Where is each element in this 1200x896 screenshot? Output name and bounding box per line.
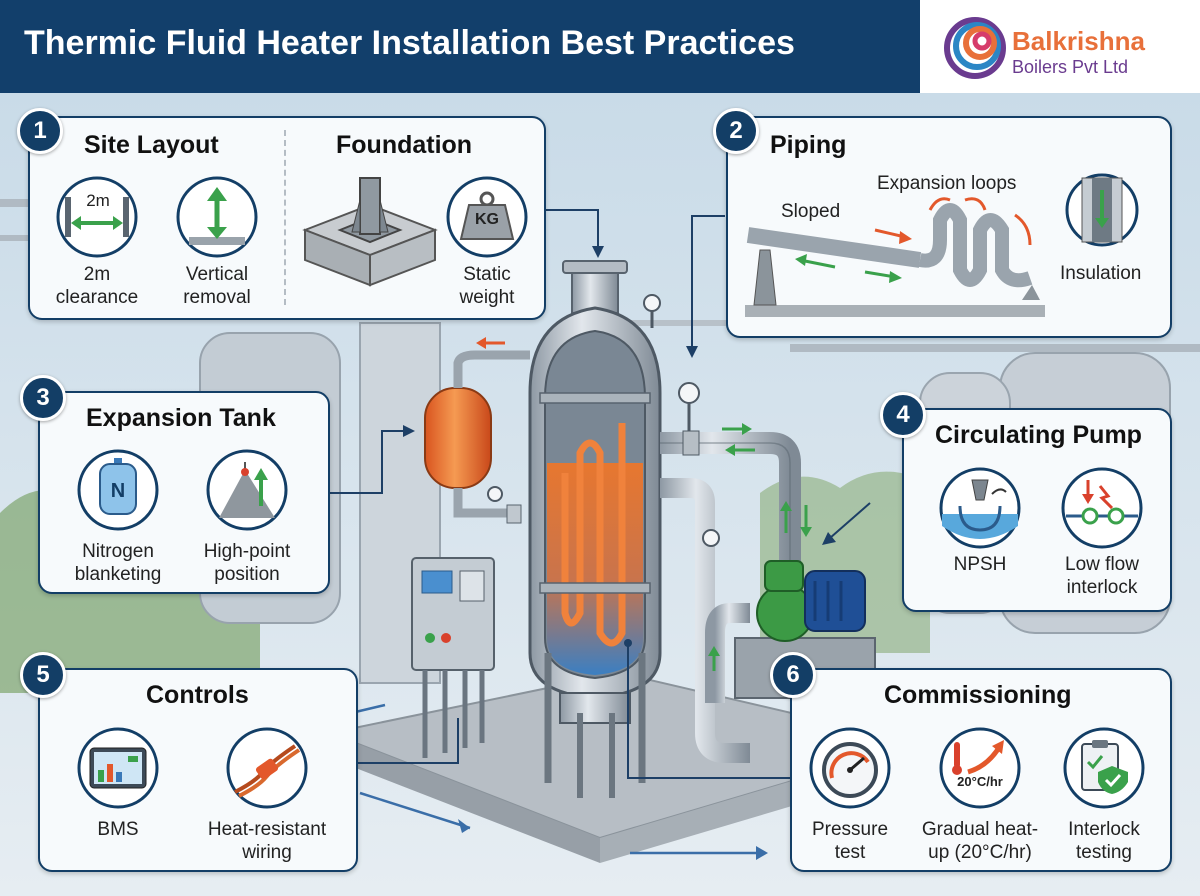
- static-weight-label-1: Static: [463, 264, 511, 285]
- gradual-heatup-label-2: up (20°C/hr): [928, 842, 1032, 863]
- pressure-test-label-2: test: [834, 842, 866, 863]
- clearance-icon: [56, 176, 138, 258]
- npsh-label: NPSH: [953, 554, 1007, 575]
- interlock-testing-label-2: testing: [1076, 842, 1132, 863]
- controls-title: Controls: [146, 681, 249, 709]
- clearance-icon-text: 2m: [86, 191, 110, 210]
- high-point-label-2: position: [214, 564, 280, 585]
- clearance-label-2: clearance: [55, 287, 139, 308]
- insulation-label: Insulation: [1060, 263, 1142, 284]
- logo-box: [920, 0, 1200, 93]
- nitrogen-label-1: Nitrogen: [82, 541, 154, 562]
- nitrogen-icon-text: N: [110, 480, 126, 502]
- clearance-label-1: 2m: [83, 264, 111, 285]
- foundation-title: Foundation: [336, 131, 473, 159]
- title-bar: Thermic Fluid Heater Installation Best P…: [0, 0, 920, 93]
- step-badge-3: 3: [20, 375, 66, 421]
- control-panel: [411, 557, 495, 758]
- expansion-tank-title: Expansion Tank: [86, 404, 276, 432]
- vertical-arrow-icon: [176, 176, 258, 258]
- circulating-pump-title: Circulating Pump: [935, 421, 1142, 449]
- step-badge-4: 4: [880, 392, 926, 438]
- sloped-label: Sloped: [781, 201, 841, 222]
- high-point-icon: [206, 449, 288, 531]
- step-badge-1: 1: [17, 108, 63, 154]
- low-flow-label-2: interlock: [1066, 577, 1138, 598]
- process-piping: [660, 382, 801, 763]
- npsh-icon: [939, 467, 1021, 549]
- expansion-tank: [424, 350, 530, 524]
- sloped-pipe-icon: [745, 197, 1045, 317]
- bms-label: BMS: [97, 819, 139, 840]
- piping-title: Piping: [770, 131, 847, 159]
- concrete-foundation-icon: [302, 177, 438, 287]
- bms-screen-icon: [77, 727, 159, 809]
- logo-subtitle: Boilers Pvt Ltd: [1012, 57, 1129, 77]
- wiring-label-2: wiring: [242, 842, 292, 863]
- page-title: Thermic Fluid Heater Installation Best P…: [24, 24, 795, 62]
- nitrogen-tank-icon: [77, 449, 159, 531]
- wiring-label-1: Heat-resistant: [207, 819, 327, 840]
- gradual-heatup-label-1: Gradual heat-: [921, 819, 1039, 840]
- weight-icon-text: KG: [475, 211, 499, 228]
- step-badge-2: 2: [713, 108, 759, 154]
- pressure-gauge-icon: [809, 727, 891, 809]
- step-badge-6: 6: [770, 652, 816, 698]
- wiring-icon: [226, 727, 308, 809]
- heater-vessel: [528, 260, 662, 798]
- static-weight-label-2: weight: [459, 287, 515, 308]
- step-badge-5: 5: [20, 652, 66, 698]
- expansion-loops-label: Expansion loops: [877, 173, 1017, 194]
- insulation-icon: [1065, 173, 1139, 247]
- checklist-icon: [1063, 727, 1145, 809]
- logo-swirl-icon: [944, 17, 1006, 79]
- commissioning-title: Commissioning: [884, 681, 1072, 709]
- vertical-removal-label-1: Vertical: [185, 264, 249, 285]
- high-point-label-1: High-point: [203, 541, 291, 562]
- weight-icon: [446, 176, 528, 258]
- section-divider: [284, 130, 286, 305]
- vertical-removal-label-2: removal: [183, 287, 251, 308]
- heat-rate-icon-text: 20°C/hr: [957, 774, 1003, 789]
- nitrogen-label-2: blanketing: [74, 564, 162, 585]
- low-flow-label-1: Low flow: [1065, 554, 1139, 575]
- pressure-test-label-1: Pressure: [811, 819, 889, 840]
- logo-name: Balkrishna: [1012, 26, 1145, 56]
- low-flow-icon: [1061, 467, 1143, 549]
- site-layout-title: Site Layout: [84, 131, 219, 159]
- heat-rate-icon: [939, 727, 1021, 809]
- interlock-testing-label-1: Interlock: [1068, 819, 1140, 840]
